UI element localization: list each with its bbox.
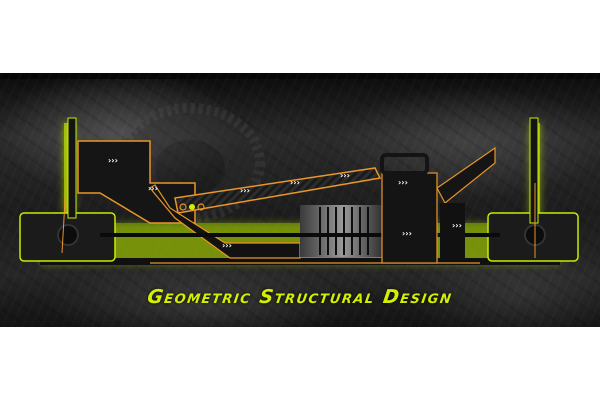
motor bbox=[300, 205, 385, 257]
svg-text:›››: ››› bbox=[398, 178, 408, 187]
carbon-link bbox=[174, 167, 382, 214]
right-frame bbox=[380, 146, 496, 264]
svg-text:›››: ››› bbox=[452, 221, 462, 230]
svg-text:›››: ››› bbox=[222, 241, 232, 250]
product-banner: ››› ››› ››› ››› ››› ››› ››› ››› ››› Geom… bbox=[0, 73, 600, 327]
rock-background-texture bbox=[0, 73, 600, 327]
svg-text:›››: ››› bbox=[108, 156, 118, 165]
svg-text:›››: ››› bbox=[290, 178, 300, 187]
left-axle-housing bbox=[19, 117, 116, 262]
direction-arrows: ››› ››› ››› ››› ››› ››› ››› ››› ››› bbox=[108, 156, 462, 250]
drive-shaft bbox=[100, 233, 500, 237]
right-axle-housing bbox=[487, 117, 579, 262]
svg-text:›››: ››› bbox=[402, 229, 412, 238]
svg-text:›››: ››› bbox=[240, 186, 250, 195]
svg-text:›››: ››› bbox=[148, 184, 158, 193]
svg-text:›››: ››› bbox=[340, 171, 350, 180]
lower-frame-rail bbox=[40, 258, 560, 265]
banner-title: Geometric Structural Design bbox=[145, 286, 455, 308]
chassis-illustration: ››› ››› ››› ››› ››› ››› ››› ››› ››› bbox=[19, 103, 579, 265]
